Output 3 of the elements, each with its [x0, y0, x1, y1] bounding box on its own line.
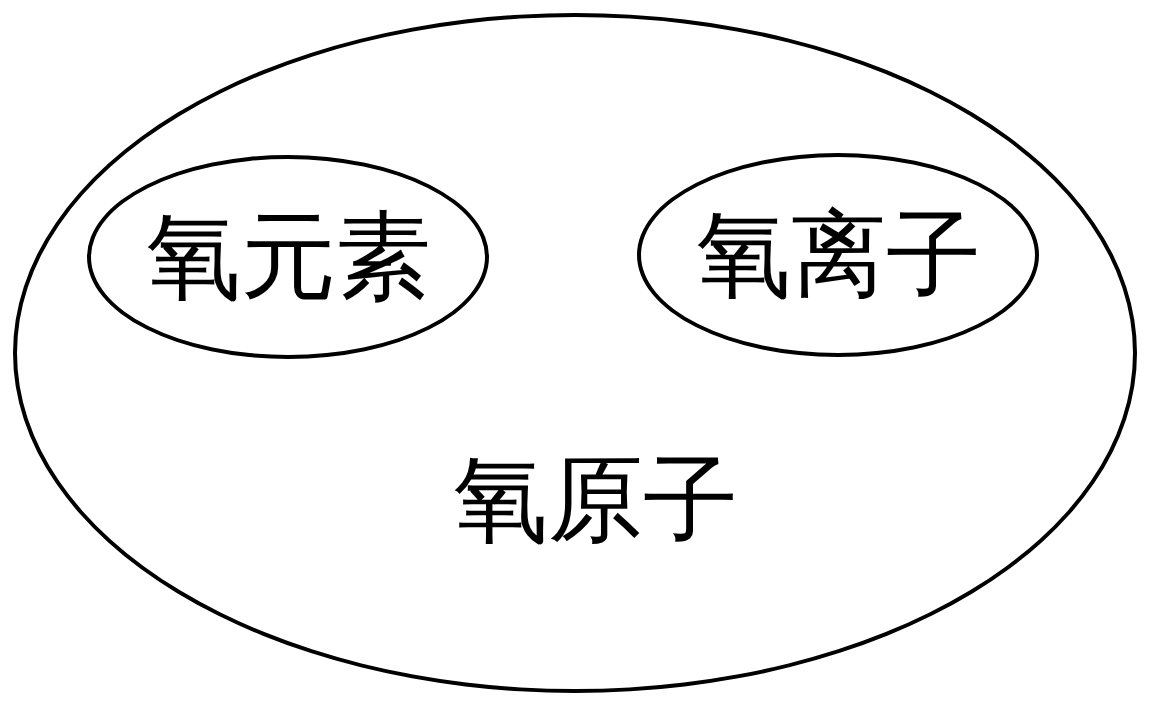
node-label: 氧原子: [453, 453, 738, 548]
inner-ellipse: 氧离子: [637, 153, 1039, 357]
inner-ellipse: 氧元素: [87, 155, 489, 359]
